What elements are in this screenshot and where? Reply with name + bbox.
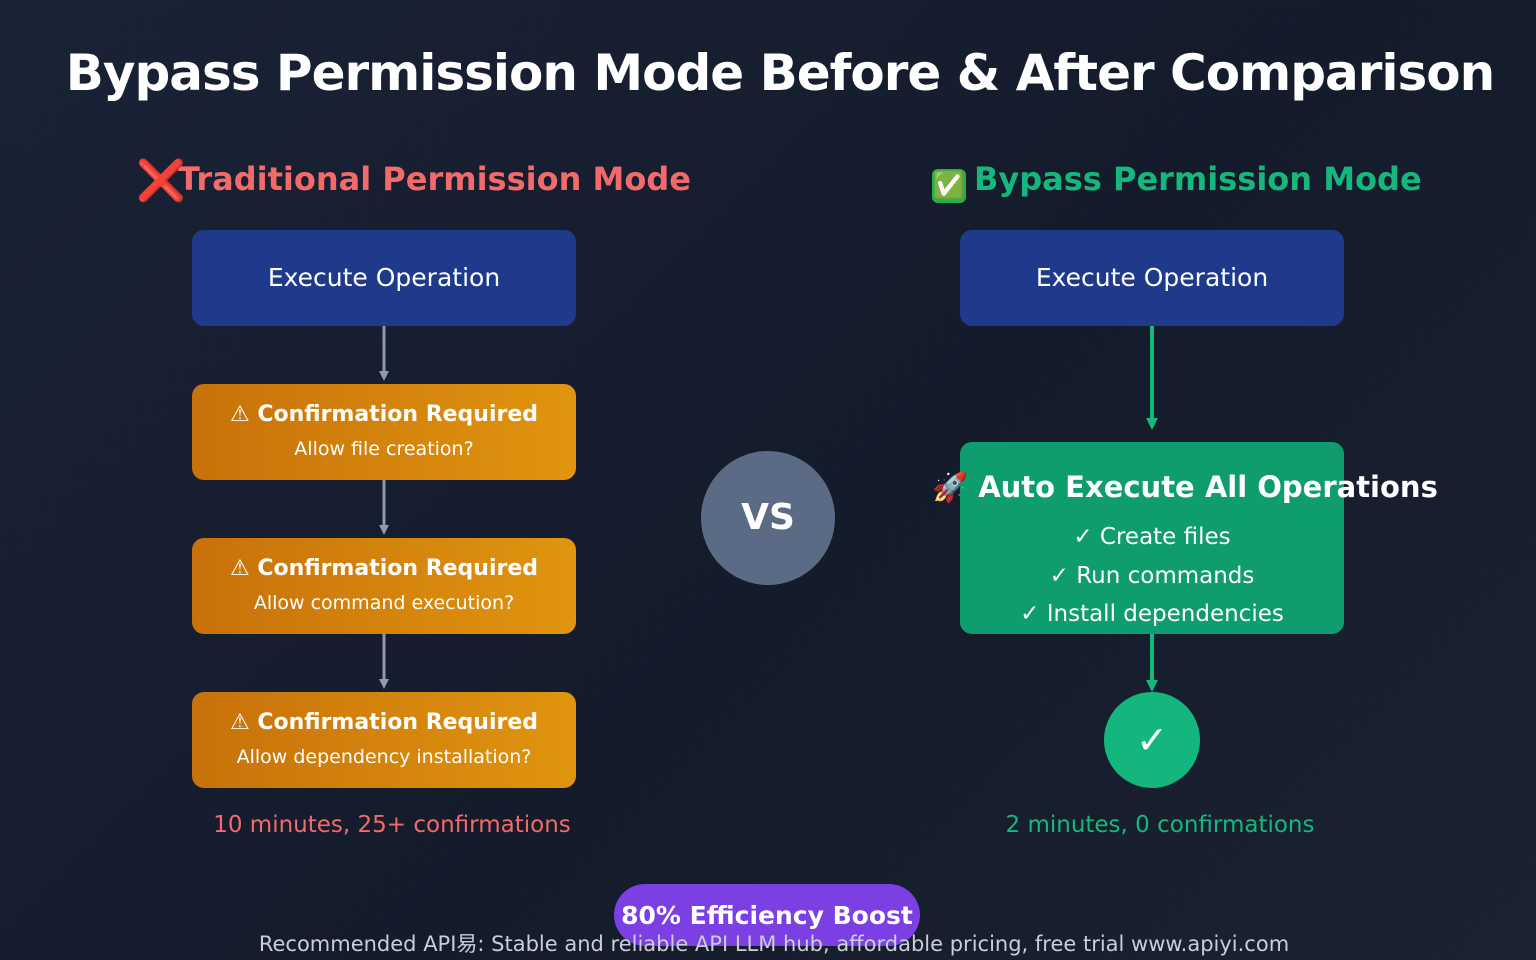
done-check-icon: ✓	[1104, 692, 1200, 788]
confirmation-question: Allow file creation?	[294, 438, 474, 460]
efficiency-badge: 80% Efficiency Boost	[614, 884, 920, 946]
traditional-execute-box: Execute Operation	[192, 230, 576, 326]
confirmation-title: ⚠ Confirmation Required	[229, 710, 539, 735]
confirmation-title: ⚠ Confirmation Required	[229, 402, 539, 427]
bypass-mode-heading: ✅Bypass Permission Mode	[932, 160, 1422, 203]
auto-item-create-files: ✓ Create files	[1073, 524, 1231, 550]
confirmation-box-3: ⚠ Confirmation Required Allow dependency…	[192, 692, 576, 788]
bypass-mode-heading-label: Bypass Permission Mode	[974, 160, 1422, 198]
auto-execute-box	[960, 442, 1344, 634]
auto-item-install-dependencies: ✓ Install dependencies	[1020, 601, 1284, 627]
confirmation-title: ⚠ Confirmation Required	[229, 556, 539, 581]
traditional-mode-heading-label: Traditional Permission Mode	[178, 160, 691, 198]
bypass-stat: 2 minutes, 0 confirmations	[1005, 812, 1315, 838]
auto-execute-title: 🚀 Auto Execute All Operations	[932, 470, 1438, 504]
confirmation-box-2: ⚠ Confirmation Required Allow command ex…	[192, 538, 576, 634]
footer-recommendation: Recommended API易: Stable and reliable AP…	[258, 932, 1290, 956]
traditional-stat: 10 minutes, 25+ confirmations	[213, 812, 571, 838]
vs-badge: VS	[701, 451, 835, 585]
auto-item-run-commands: ✓ Run commands	[1049, 563, 1255, 589]
traditional-mode-heading: ❌Traditional Permission Mode	[136, 160, 691, 201]
confirmation-box-1: ⚠ Confirmation Required Allow file creat…	[192, 384, 576, 480]
page-title: Bypass Permission Mode Before & After Co…	[65, 44, 1495, 102]
bypass-execute-box: Execute Operation	[960, 230, 1344, 326]
confirmation-question: Allow command execution?	[253, 592, 515, 614]
check-mark-button-icon: ✅	[932, 169, 966, 203]
confirmation-question: Allow dependency installation?	[236, 746, 532, 768]
